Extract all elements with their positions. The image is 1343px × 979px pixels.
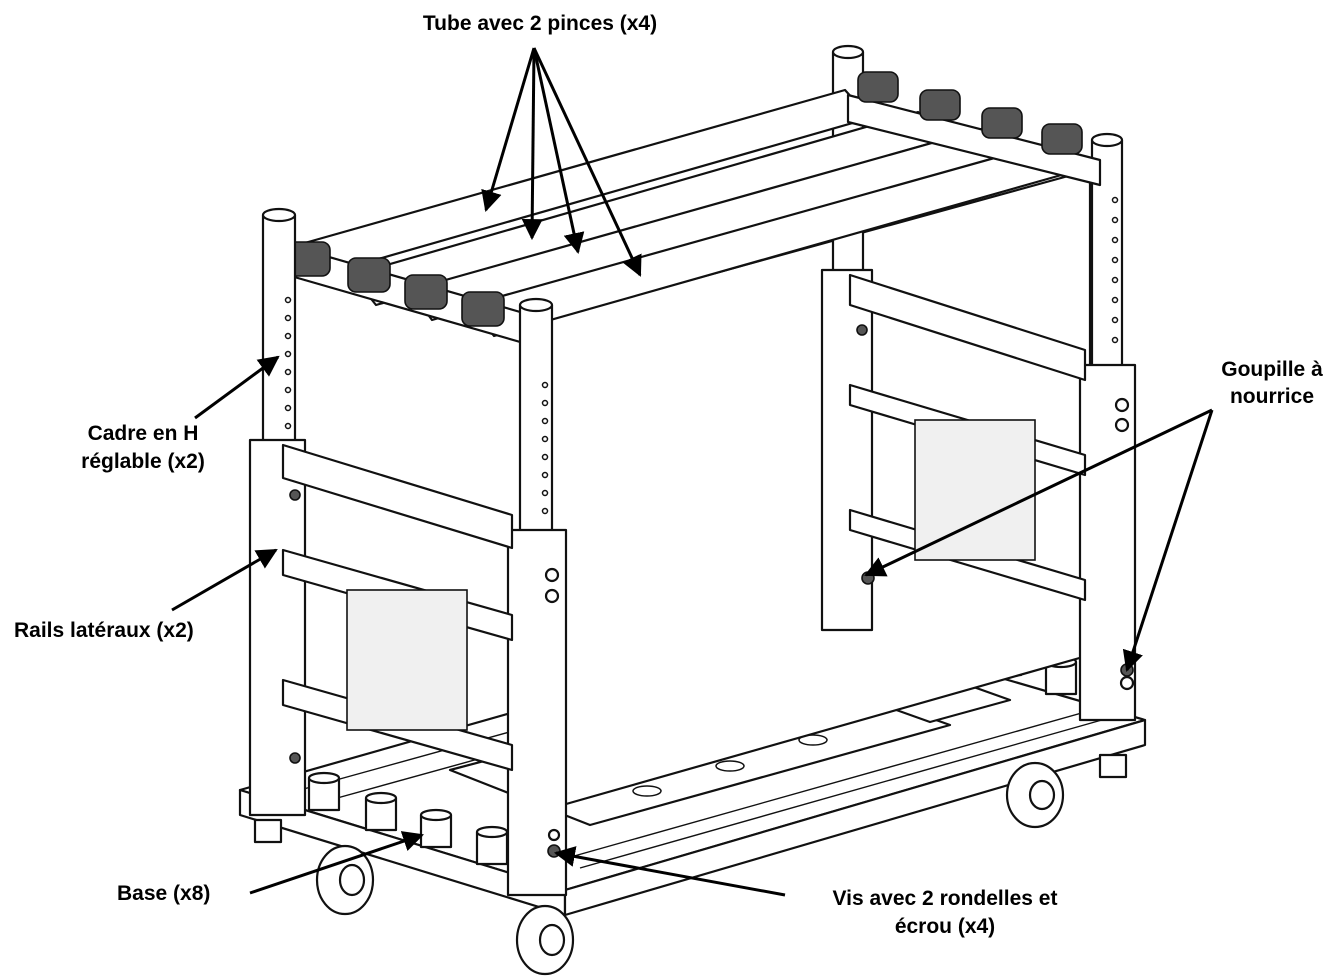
label-vis-line2: écrou (x4): [895, 915, 995, 938]
caster-wheel-front-right: [515, 904, 575, 976]
caster-wheel-front-left: [253, 818, 375, 916]
label-goupille-line2: nourrice: [1230, 385, 1314, 408]
caster-wheel-back-right: [1005, 753, 1128, 829]
adjustment-holes: [284, 196, 1119, 515]
label-cadre-line1: Cadre en H: [88, 422, 199, 445]
label-tube: Tube avec 2 pinces (x4): [423, 12, 657, 35]
caster-wheels: [253, 753, 1128, 976]
label-cadre-line2: réglable (x2): [81, 450, 205, 473]
label-goupille-line1: Goupille à: [1221, 358, 1323, 381]
label-rails: Rails latéraux (x2): [14, 619, 194, 642]
tube-clamps: [287, 71, 1083, 327]
label-base: Base (x8): [117, 882, 210, 905]
label-vis-line1: Vis avec 2 rondelles et: [833, 887, 1058, 910]
callout-arrows: [171, 47, 1214, 897]
